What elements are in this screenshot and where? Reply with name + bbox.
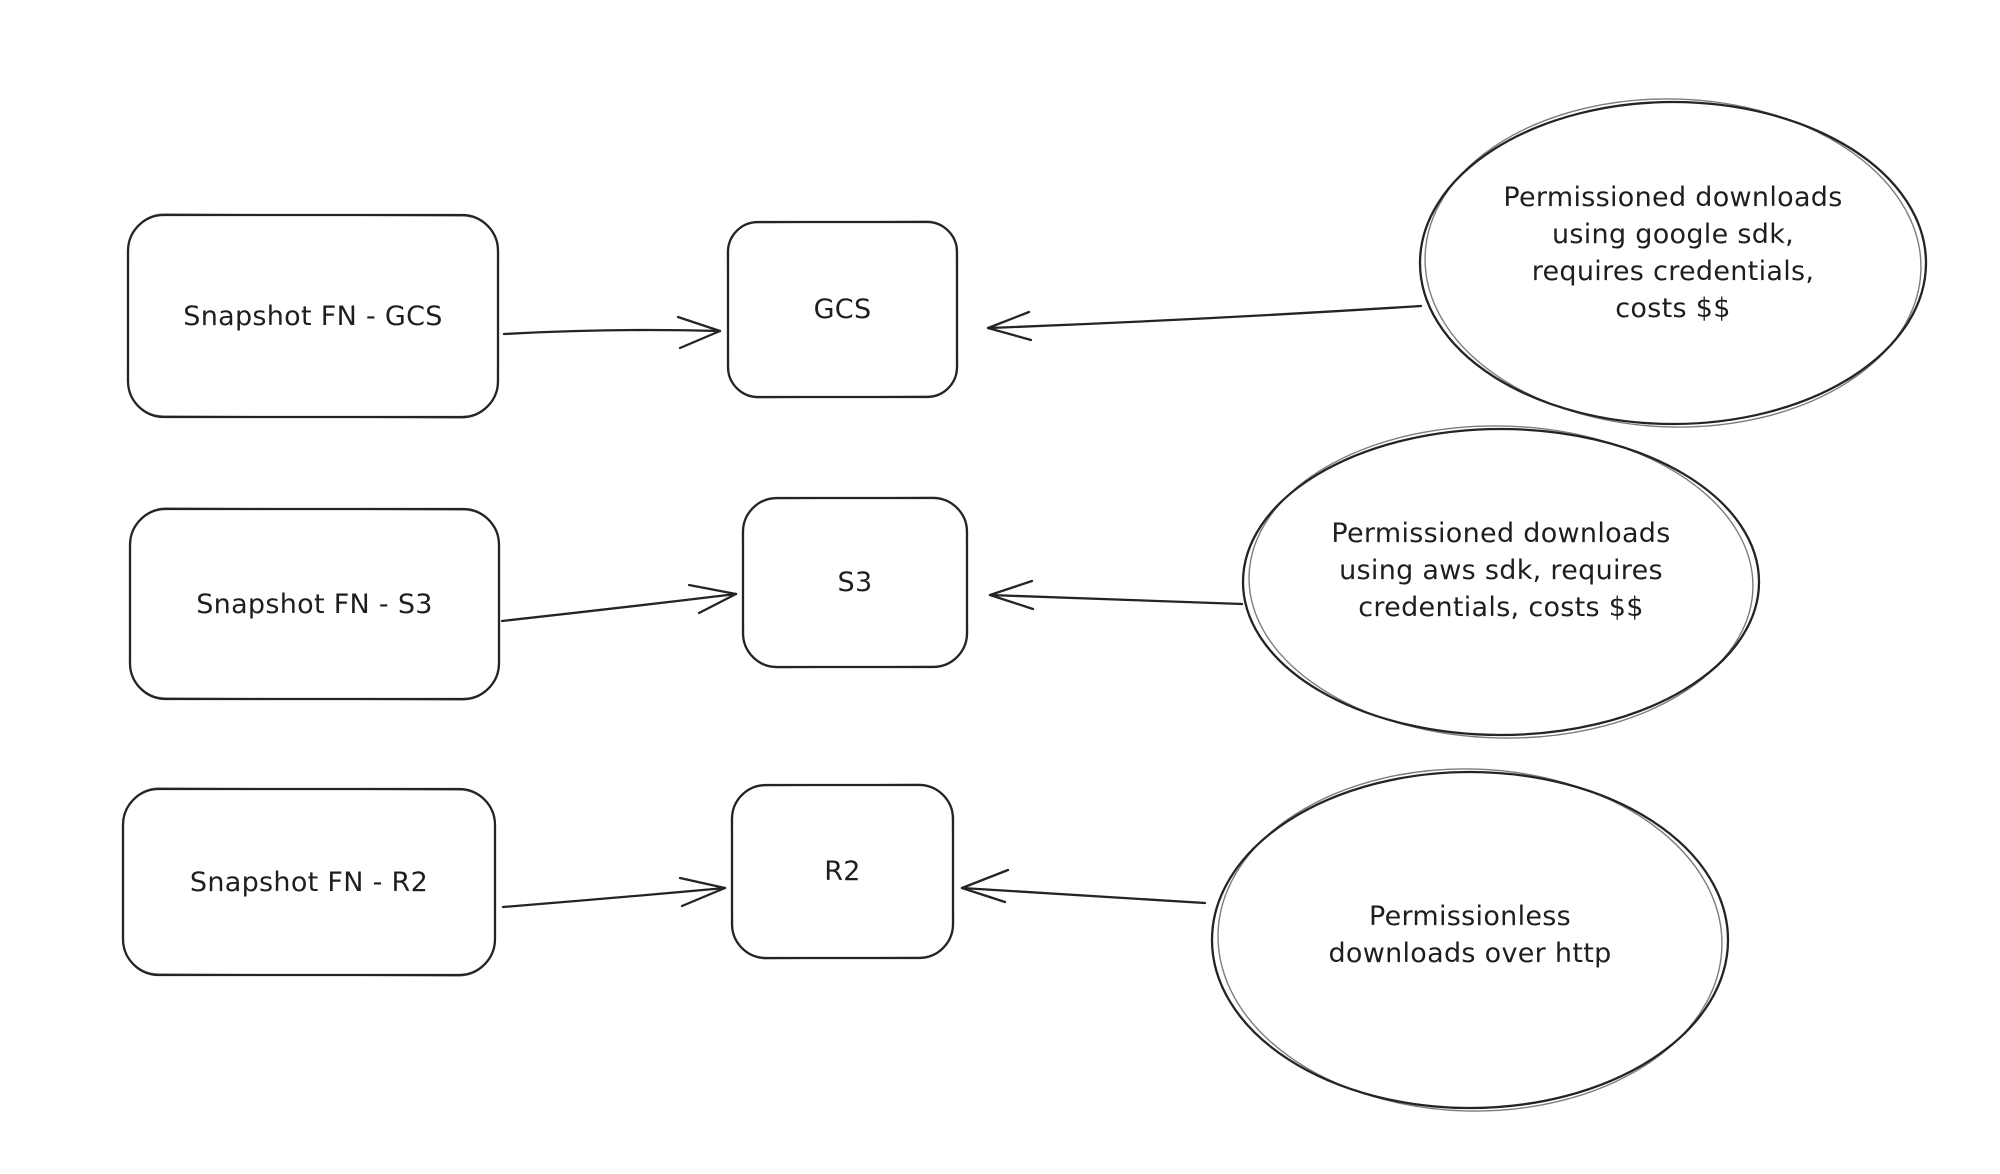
storage-node-r2-shape — [730, 783, 955, 960]
note-ellipse-s3-shape — [1241, 425, 1761, 739]
source-node-s3-shape — [128, 507, 501, 701]
source-node-gcs-shape — [126, 213, 500, 419]
note-ellipse-r2-shape — [1210, 768, 1730, 1112]
storage-node-s3-shape — [741, 496, 969, 669]
arrow-gcs-source-to-storage — [502, 315, 722, 350]
arrow-r2-note-to-storage — [960, 868, 1207, 905]
arrow-r2-source-to-storage — [501, 876, 727, 909]
note-ellipse-gcs-shape — [1418, 98, 1928, 428]
storage-node-gcs-shape — [726, 220, 959, 399]
arrow-gcs-note-to-storage — [986, 304, 1423, 342]
source-node-r2-shape — [121, 787, 497, 977]
arrow-s3-note-to-storage — [988, 579, 1244, 611]
arrow-s3-source-to-storage — [500, 583, 738, 623]
